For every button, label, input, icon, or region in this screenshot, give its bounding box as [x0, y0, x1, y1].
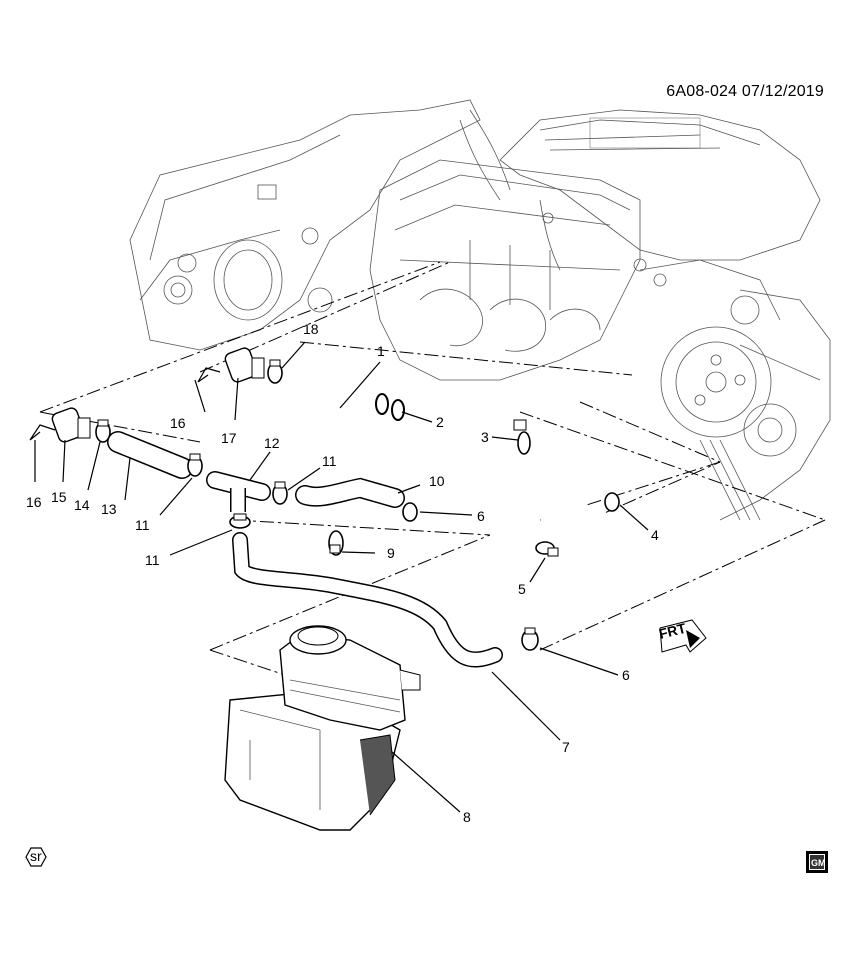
gm-logo-text: GM	[811, 858, 826, 868]
callout-9: 9	[387, 545, 395, 561]
clip-5	[535, 541, 559, 557]
fittings	[29, 347, 620, 651]
diagram-date: 07/12/2019	[741, 83, 824, 100]
sr-badge: sr	[25, 847, 47, 867]
clamp-2	[375, 393, 405, 421]
callout-18: 18	[303, 321, 319, 337]
callout-11-c: 11	[145, 552, 160, 568]
hose-7	[232, 532, 503, 668]
callout-1: 1	[377, 343, 385, 359]
clamp-6-a	[402, 502, 418, 522]
reference-lines	[39, 261, 826, 681]
coolant-reservoir	[224, 625, 421, 831]
callout-6-b: 6	[622, 667, 630, 683]
callout-11-a: 11	[135, 517, 150, 533]
leader-lines	[34, 341, 649, 813]
callout-17: 17	[221, 430, 237, 446]
front-arrow-icon	[659, 619, 707, 653]
clamp-11-b	[272, 481, 288, 505]
callout-13: 13	[101, 501, 117, 517]
diagram-code-date: 6A08-024 07/12/2019	[666, 83, 824, 101]
diagram-code: 6A08-024	[666, 83, 738, 100]
clamp-11-a	[187, 453, 203, 477]
hoses	[107, 368, 607, 668]
callout-12: 12	[264, 435, 280, 451]
callout-16-a: 16	[26, 494, 42, 510]
gm-logo: GM	[806, 851, 828, 873]
clamp-6-b	[521, 627, 539, 651]
callout-15: 15	[51, 489, 67, 505]
callout-labels: 1 2 3 4 5 6 6 7 8 9 10 11 11 11 12 13 14…	[26, 321, 659, 825]
callout-8: 8	[463, 809, 471, 825]
callout-11-b: 11	[322, 453, 337, 469]
callout-14: 14	[74, 497, 90, 513]
callout-16-b: 16	[170, 415, 186, 431]
clamp-3	[513, 419, 531, 455]
callout-6-a: 6	[477, 508, 485, 524]
clip-16-a	[29, 424, 56, 441]
clamp-18	[267, 359, 283, 384]
callout-3: 3	[481, 429, 489, 445]
callout-4: 4	[651, 527, 659, 543]
clip-16-b	[197, 367, 221, 383]
callout-2: 2	[436, 414, 444, 430]
clamp-9	[328, 530, 344, 556]
callout-7: 7	[562, 739, 570, 755]
callout-10: 10	[429, 473, 445, 489]
sr-badge-label: sr	[30, 848, 42, 864]
engine-illustration	[129, 99, 831, 521]
connector-17	[224, 347, 265, 383]
clamp-14	[95, 419, 111, 443]
front-label: FRT	[657, 620, 688, 642]
connector-15	[51, 407, 91, 443]
clamp-4	[604, 492, 620, 512]
clamp-11-c	[229, 513, 251, 529]
callout-5: 5	[518, 581, 526, 597]
